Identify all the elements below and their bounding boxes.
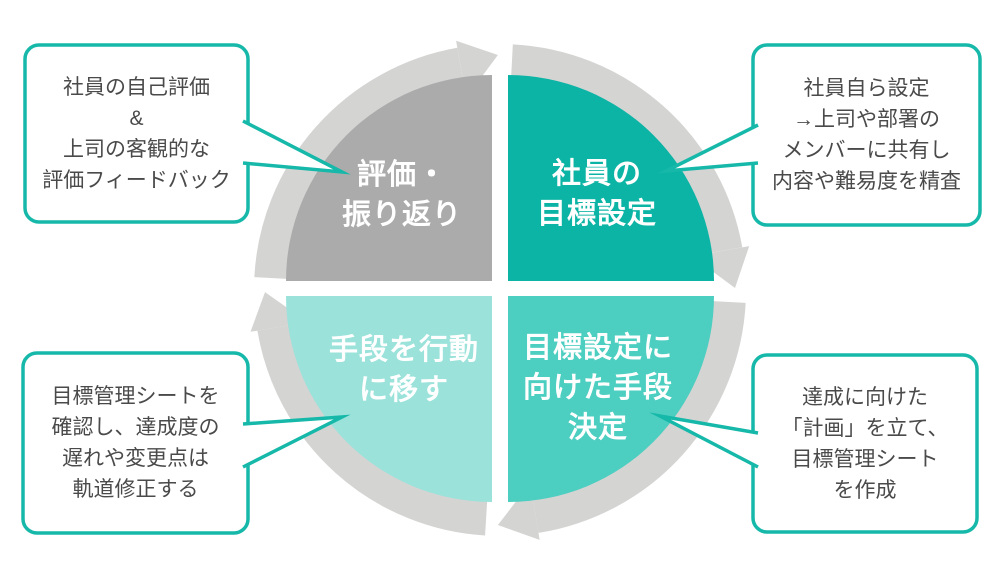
callout-line: メンバーに共有し xyxy=(782,139,951,162)
label-line: に移す xyxy=(358,374,450,406)
callout-line: →上司や部署の xyxy=(793,108,940,131)
callout-text-decide-means-for-goal: 達成に向けた 「計画」を立て、 目標管理シート を作成 xyxy=(753,355,977,532)
quadrant-pies xyxy=(286,75,714,502)
callout-line: 遅れや変更点は xyxy=(62,447,209,470)
pie-put-means-into-action xyxy=(286,296,492,502)
quadrant-label-decide-means-for-goal: 目標設定に 向けた手段 決定 xyxy=(523,328,673,448)
callout-text-evaluation-review: 社員の自己評価 & 上司の客観的な 評価フィードバック xyxy=(25,45,248,222)
callout-line: 上司の客観的な xyxy=(63,137,210,161)
label-line: 目標設定に xyxy=(522,332,674,364)
callout-tail-employee-goal-setting xyxy=(657,123,759,174)
callout-shapes xyxy=(21,43,982,535)
ring-arc-top-right xyxy=(510,44,743,256)
label-line: 振り返り xyxy=(341,199,463,231)
callout-tail-put-means-into-action xyxy=(242,414,351,469)
callout-line: 内容や難易度を精査 xyxy=(772,170,961,193)
ring-arc-bottom-right xyxy=(531,300,746,533)
label-line: 社員の xyxy=(551,158,643,190)
callout-line: 評価フィードバック xyxy=(42,168,231,192)
quadrant-label-employee-goal-setting: 社員の 目標設定 xyxy=(537,154,657,234)
label-line: 向けた手段 xyxy=(522,372,674,404)
callout-tail-decide-means-for-goal xyxy=(649,412,759,469)
quadrant-label-put-means-into-action: 手段を行動 に移す xyxy=(329,330,479,410)
pie-employee-goal-setting xyxy=(508,75,714,281)
ring-arc-top-left xyxy=(254,47,466,280)
callout-line: 軌道修正する xyxy=(72,478,199,501)
callout-tail-evaluation-review xyxy=(242,119,351,175)
pie-evaluation-review xyxy=(286,75,492,281)
callout-line: 社員の自己評価 xyxy=(63,75,210,99)
label-line: 評価・ xyxy=(356,159,448,191)
callout-line: 「計画」を立て、 xyxy=(781,416,949,440)
label-line: 手段を行動 xyxy=(328,334,480,366)
callout-text-employee-goal-setting: 社員自ら設定 →上司や部署の メンバーに共有し 内容や難易度を精査 xyxy=(753,45,980,225)
quadrant-label-evaluation-review: 評価・ 振り返り xyxy=(342,155,462,235)
ring-arc-bottom-left xyxy=(257,323,489,536)
callout-line: 目標管理シート xyxy=(791,447,939,471)
arrow-ring xyxy=(250,40,750,540)
pie-decide-means-for-goal xyxy=(508,296,714,502)
label-line: 目標設定 xyxy=(536,198,658,230)
callout-line: 達成に向けた xyxy=(802,385,928,409)
callout-text-put-means-into-action: 目標管理シートを 確認し、達成度の 遅れや変更点は 軌道修正する xyxy=(23,353,248,533)
callout-line: 目標管理シートを xyxy=(51,385,220,408)
callout-line: 社員自ら設定 xyxy=(803,77,930,100)
callout-line: を作成 xyxy=(833,478,897,502)
callout-line: 確認し、達成度の xyxy=(51,416,220,439)
callout-line: & xyxy=(129,106,144,130)
label-line: 決定 xyxy=(567,412,629,444)
